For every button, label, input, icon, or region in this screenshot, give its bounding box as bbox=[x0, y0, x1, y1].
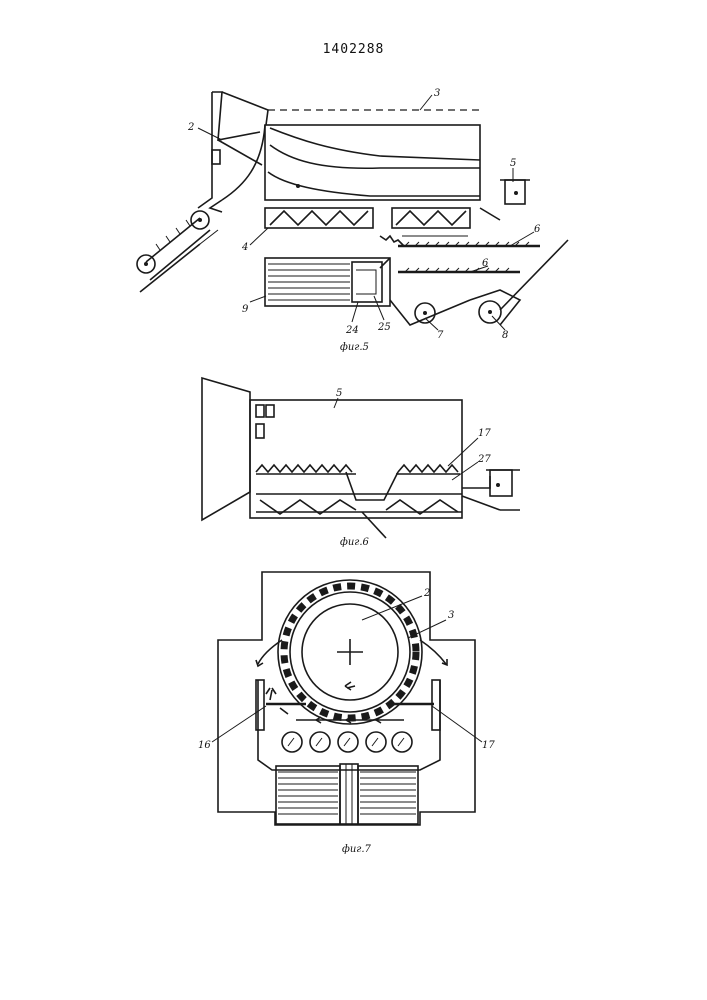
fig5-label-8: 8 bbox=[502, 330, 508, 341]
fig5-label-9: 9 bbox=[242, 304, 249, 315]
fig5-label-4: 4 bbox=[241, 242, 248, 253]
fig6-label-17: 17 bbox=[478, 428, 491, 439]
fig7-caption: фиг.7 bbox=[342, 844, 372, 855]
fig5-label-6b: 6 bbox=[482, 258, 489, 269]
fig5-label-7: 7 bbox=[437, 330, 444, 341]
fig5-label-24: 24 bbox=[345, 325, 359, 336]
figure-6: 5 17 27 фиг.6 bbox=[202, 378, 520, 548]
fig5-label-2: 2 bbox=[187, 122, 194, 133]
fig5-label-25: 25 bbox=[377, 322, 391, 333]
fig7-label-2: 2 bbox=[423, 588, 430, 599]
fig6-label-27: 27 bbox=[477, 454, 491, 465]
figure-5: 2 3 5 4 6 6 9 24 25 7 8 фиг.5 bbox=[137, 88, 568, 353]
fig7-label-16: 16 bbox=[198, 740, 211, 751]
fig5-label-5: 5 bbox=[510, 158, 516, 169]
fig6-caption: фиг.6 bbox=[340, 537, 370, 548]
fig5-caption: фиг.5 bbox=[340, 342, 369, 353]
fig7-label-17: 17 bbox=[482, 740, 495, 751]
fig6-label-5: 5 bbox=[336, 388, 342, 399]
fig5-label-6a: 6 bbox=[534, 224, 541, 235]
fig7-label-3: 3 bbox=[448, 610, 454, 621]
fig5-label-3: 3 bbox=[434, 88, 440, 99]
figure-7: 2 3 16 17 фиг.7 bbox=[198, 572, 495, 855]
